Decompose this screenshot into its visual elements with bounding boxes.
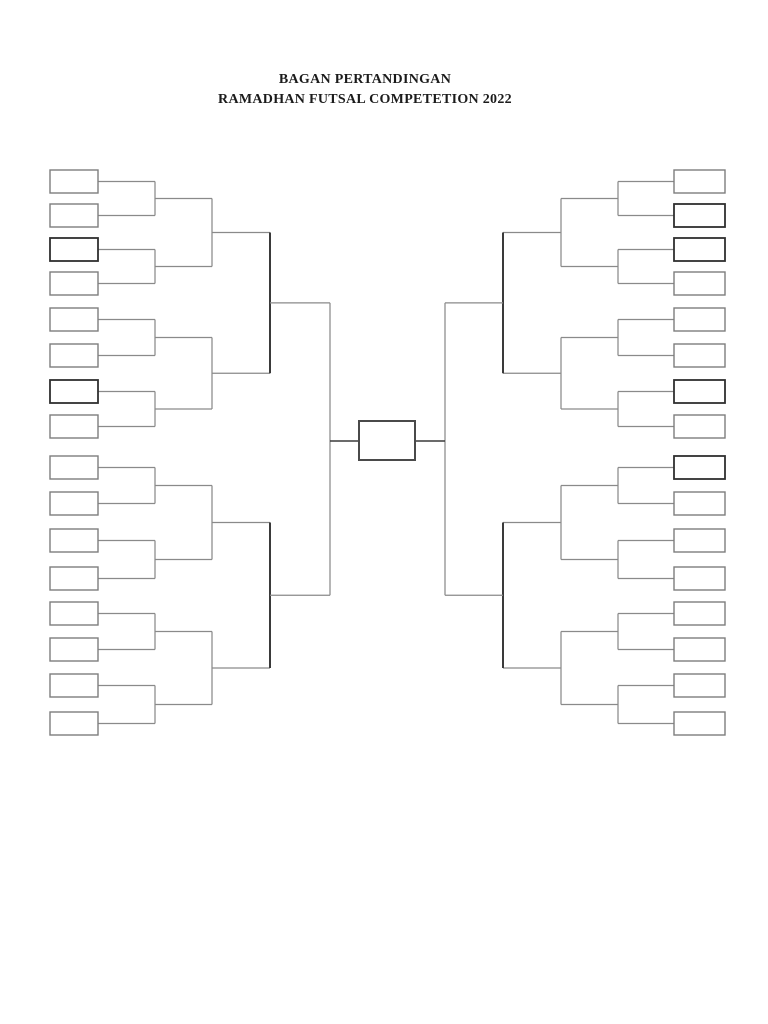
final-slot <box>358 420 416 461</box>
team-slot-right-12 <box>673 566 726 591</box>
bracket-left-side <box>49 169 359 736</box>
team-slot-right-3 <box>673 237 726 262</box>
team-slot-left-5 <box>49 307 99 332</box>
team-slot-right-4 <box>673 271 726 296</box>
team-slot-right-11 <box>673 528 726 553</box>
team-slot-left-3 <box>49 237 99 262</box>
team-slot-left-13 <box>49 601 99 626</box>
team-slot-right-13 <box>673 601 726 626</box>
page-header: BAGAN PERTANDINGAN RAMADHAN FUTSAL COMPE… <box>0 70 730 110</box>
team-slot-right-16 <box>673 711 726 736</box>
team-slot-left-15 <box>49 673 99 698</box>
team-slot-left-10 <box>49 491 99 516</box>
team-slot-left-2 <box>49 203 99 228</box>
team-slot-right-1 <box>673 169 726 194</box>
team-slot-left-14 <box>49 637 99 662</box>
title-line-1: BAGAN PERTANDINGAN <box>278 72 452 87</box>
team-slot-left-9 <box>49 455 99 480</box>
team-slot-right-8 <box>673 414 726 439</box>
team-slot-left-11 <box>49 528 99 553</box>
team-slot-right-7 <box>673 379 726 404</box>
team-slot-left-12 <box>49 566 99 591</box>
team-slot-right-15 <box>673 673 726 698</box>
team-slot-right-2 <box>673 203 726 228</box>
title-line-2: RAMADHAN FUTSAL COMPETETION 2022 <box>218 92 512 107</box>
team-slot-right-14 <box>673 637 726 662</box>
team-slot-right-10 <box>673 491 726 516</box>
team-slot-left-1 <box>49 169 99 194</box>
team-slot-left-16 <box>49 711 99 736</box>
team-slot-left-7 <box>49 379 99 404</box>
team-slot-right-9 <box>673 455 726 480</box>
team-slot-right-6 <box>673 343 726 368</box>
team-slot-right-5 <box>673 307 726 332</box>
team-slot-left-8 <box>49 414 99 439</box>
bracket-right-side <box>415 169 726 736</box>
team-slot-left-4 <box>49 271 99 296</box>
team-slot-left-6 <box>49 343 99 368</box>
